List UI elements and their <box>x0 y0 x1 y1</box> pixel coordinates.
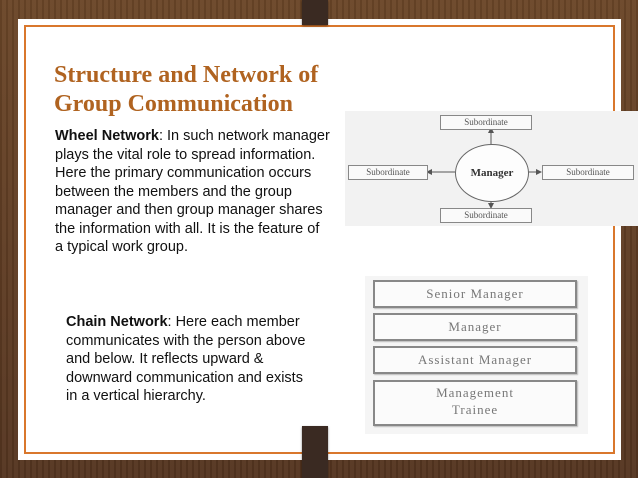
wheel-subordinate-top: Subordinate <box>440 115 532 130</box>
slide-title: Structure and Network of Group Communica… <box>54 61 374 119</box>
wheel-network-diagram: Subordinate Subordinate Subordinate Subo… <box>345 111 638 226</box>
chain-network-text: : Here each member communicates with the… <box>66 314 306 404</box>
wheel-network-paragraph: Wheel Network: In such network manager p… <box>55 127 330 257</box>
chain-trainee-line-1: Management <box>436 385 514 400</box>
slide: Structure and Network of Group Communica… <box>18 19 621 460</box>
wheel-manager-node: Manager <box>455 144 529 202</box>
wheel-network-text: : In such network manager plays the vita… <box>55 128 330 255</box>
chain-management-trainee: Management Trainee <box>373 380 577 426</box>
wheel-subordinate-left: Subordinate <box>348 165 428 180</box>
bottom-peg <box>302 426 328 478</box>
chain-network-label: Chain Network <box>66 314 168 330</box>
chain-senior-manager: Senior Manager <box>373 280 577 308</box>
chain-trainee-line-2: Trainee <box>451 402 499 417</box>
wheel-connectors <box>426 127 542 209</box>
chain-network-diagram: Senior Manager Manager Assistant Manager… <box>365 276 588 434</box>
chain-manager: Manager <box>373 313 577 341</box>
wheel-subordinate-right: Subordinate <box>542 165 634 180</box>
title-line-2: Group Communication <box>54 91 293 117</box>
wheel-network-label: Wheel Network <box>55 128 159 144</box>
title-line-1: Structure and Network of <box>54 62 319 88</box>
wheel-subordinate-bottom: Subordinate <box>440 208 532 223</box>
chain-assistant-manager: Assistant Manager <box>373 346 577 374</box>
chain-network-paragraph: Chain Network: Here each member communic… <box>66 313 306 406</box>
top-peg <box>302 0 328 25</box>
